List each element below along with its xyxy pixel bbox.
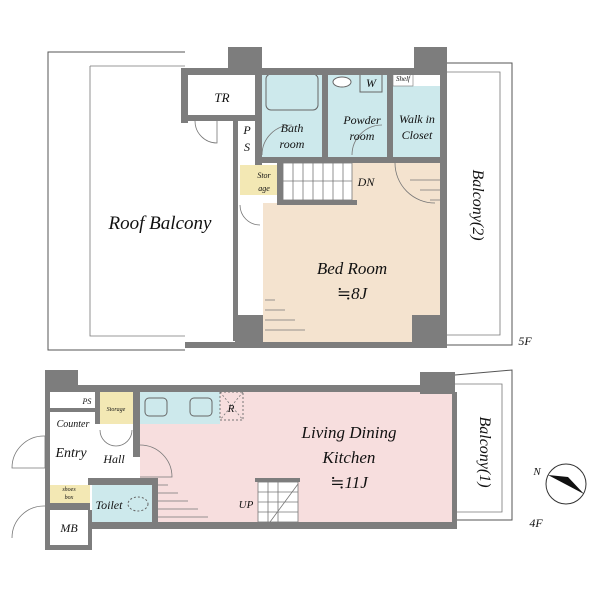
balcony-2 [447, 62, 513, 346]
label-storage-1: Stor [257, 171, 271, 180]
label-ps-s: S [244, 140, 250, 154]
storage-lower [100, 392, 133, 424]
tr-room [188, 75, 255, 115]
label-5f: 5F [518, 334, 532, 348]
stairs-down [282, 162, 353, 201]
label-up: UP [239, 499, 254, 511]
compass-icon: N [532, 463, 587, 505]
label-4f: 4F [529, 516, 543, 530]
label-bath-2: room [280, 137, 305, 151]
label-ps-p: P [242, 123, 251, 137]
label-washer: W [366, 76, 377, 90]
label-ldk-2: Kitchen [322, 448, 376, 467]
label-bedroom-size: ≒8J [337, 284, 369, 303]
label-tr: TR [214, 90, 229, 105]
kitchen-counter [140, 392, 220, 424]
label-balcony-1: Balcony(1) [476, 416, 493, 487]
label-closet-1: Walk in [399, 112, 435, 126]
label-ps: PS [82, 397, 92, 406]
label-storage-2: age [258, 184, 270, 193]
label-ldk-size: ≒11J [330, 473, 369, 492]
label-powder-2: room [350, 129, 375, 143]
label-shoes-2: box [65, 495, 74, 501]
label-balcony-2: Balcony(2) [469, 169, 486, 240]
storage-upper [240, 165, 277, 195]
label-roof-balcony: Roof Balcony [108, 213, 212, 234]
label-hall: Hall [102, 452, 125, 466]
label-shoes-1: shoes [62, 487, 76, 493]
compass-label: N [532, 466, 541, 478]
walk-in-closet [393, 86, 440, 157]
label-entry: Entry [54, 446, 87, 461]
upper-floor: Roof Balcony TR P S Bath room Powder roo… [47, 47, 532, 351]
label-closet-2: Closet [402, 128, 433, 142]
bedroom [263, 163, 440, 342]
ps-lower [78, 392, 95, 408]
label-ldk-1: Living Dining [301, 423, 397, 442]
label-powder-1: Powder [342, 113, 381, 127]
label-fridge: R [227, 403, 235, 415]
sink-icon [332, 76, 352, 88]
label-counter: Counter [57, 419, 90, 430]
label-mb: MB [59, 521, 78, 535]
label-dn: DN [357, 175, 376, 189]
label-bedroom: Bed Room [317, 259, 387, 278]
toilet [92, 485, 152, 525]
lower-floor: PS Storage Counter Entry Hall shoes box … [11, 369, 543, 550]
label-shelf: Shelf [396, 75, 411, 83]
shoes-box [50, 485, 90, 503]
roof-balcony [47, 51, 185, 351]
toilet-icon [127, 496, 149, 512]
label-bath-1: Bath [281, 121, 304, 135]
bathroom [262, 72, 322, 157]
balcony-1 [454, 369, 513, 521]
fridge-space [219, 391, 244, 421]
label-storage: Storage [107, 407, 126, 413]
stairs-up [257, 481, 299, 523]
label-toilet: Toilet [96, 498, 124, 512]
